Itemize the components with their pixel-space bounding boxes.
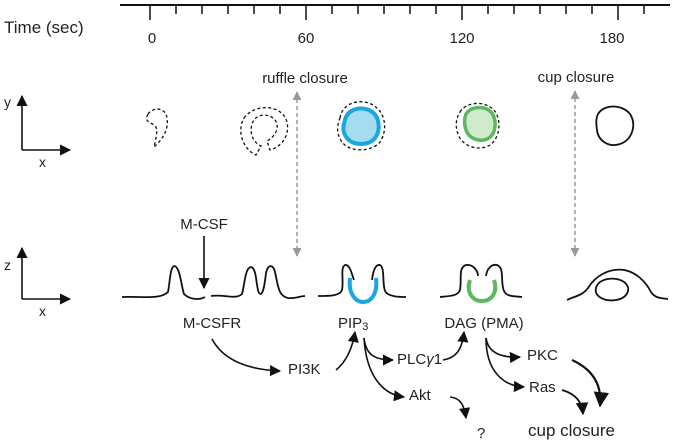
membrane-cup-left [317, 264, 355, 297]
pip3-label: PIP3 [338, 315, 368, 333]
membrane-dag-cup-right [485, 263, 523, 298]
membrane-double-ruffle [210, 265, 306, 300]
tick-label-180: 180 [599, 30, 624, 47]
arrow-mcsfr-to-pi3k [211, 338, 282, 377]
mcsfr-label: M-CSFR [183, 315, 241, 332]
ruffle-horseshoe [240, 106, 289, 156]
cup-closure-bottom-label: cup closure [528, 421, 615, 440]
ruffle-closed-outline [336, 101, 386, 151]
internalized-phagosome [594, 277, 630, 302]
arrow-pi3k-to-pip3 [335, 330, 359, 371]
arrow-dag-to-pkc [485, 337, 522, 364]
membrane-cup-right [371, 264, 407, 298]
axis-label-x-top: x [39, 154, 46, 170]
dag-pma-label: DAG (PMA) [444, 315, 523, 332]
time-axis-label: Time (sec) [4, 18, 84, 37]
arrow-plcg1-to-dag [442, 330, 469, 361]
pkc-label: PKC [527, 347, 558, 364]
dag-enriched-cup [462, 105, 497, 142]
ruffle-crescent-small [146, 108, 168, 149]
akt-label: Akt [409, 387, 432, 404]
arrow-ras-to-cup-closure [561, 389, 589, 416]
xy-axes-icon [16, 94, 72, 156]
pip3-enriched-cup [341, 106, 381, 146]
tick-label-60: 60 [298, 30, 315, 47]
axis-label-y: y [4, 94, 11, 110]
arrow-pip3-to-akt [363, 337, 406, 402]
ruffle-closure-label: ruffle closure [262, 70, 348, 87]
arrow-akt-to-unknown [449, 396, 471, 420]
tick-label-0: 0 [148, 30, 156, 47]
xz-axes-icon [16, 246, 72, 305]
unknown-target-label: ? [477, 425, 485, 442]
cup-closure-top-label: cup closure [538, 69, 615, 86]
closed-phagosome-xy [595, 105, 634, 146]
axis-label-z: z [4, 257, 11, 273]
membrane-dag-cup-left [439, 264, 479, 298]
arrow-dag-to-ras [485, 337, 526, 393]
tick-label-120: 120 [449, 30, 474, 47]
arrow-pip3-to-plcg1 [363, 337, 395, 366]
dag-cup-outline [455, 102, 500, 149]
dag-cup-profile [466, 279, 498, 304]
ras-label: Ras [529, 379, 556, 396]
plcg1-label: PLCγ1 [397, 351, 442, 368]
pi3k-label: PI3K [288, 361, 321, 378]
mcsf-label: M-CSF [180, 216, 228, 233]
timeline-ticks [149, 5, 645, 20]
membrane-closed-cup [566, 268, 669, 301]
pip3-cup-profile [347, 277, 379, 305]
membrane-single-ruffle [121, 265, 206, 300]
axis-label-x-bottom: x [39, 303, 46, 319]
arrow-pkc-to-cup-closure [571, 358, 610, 408]
